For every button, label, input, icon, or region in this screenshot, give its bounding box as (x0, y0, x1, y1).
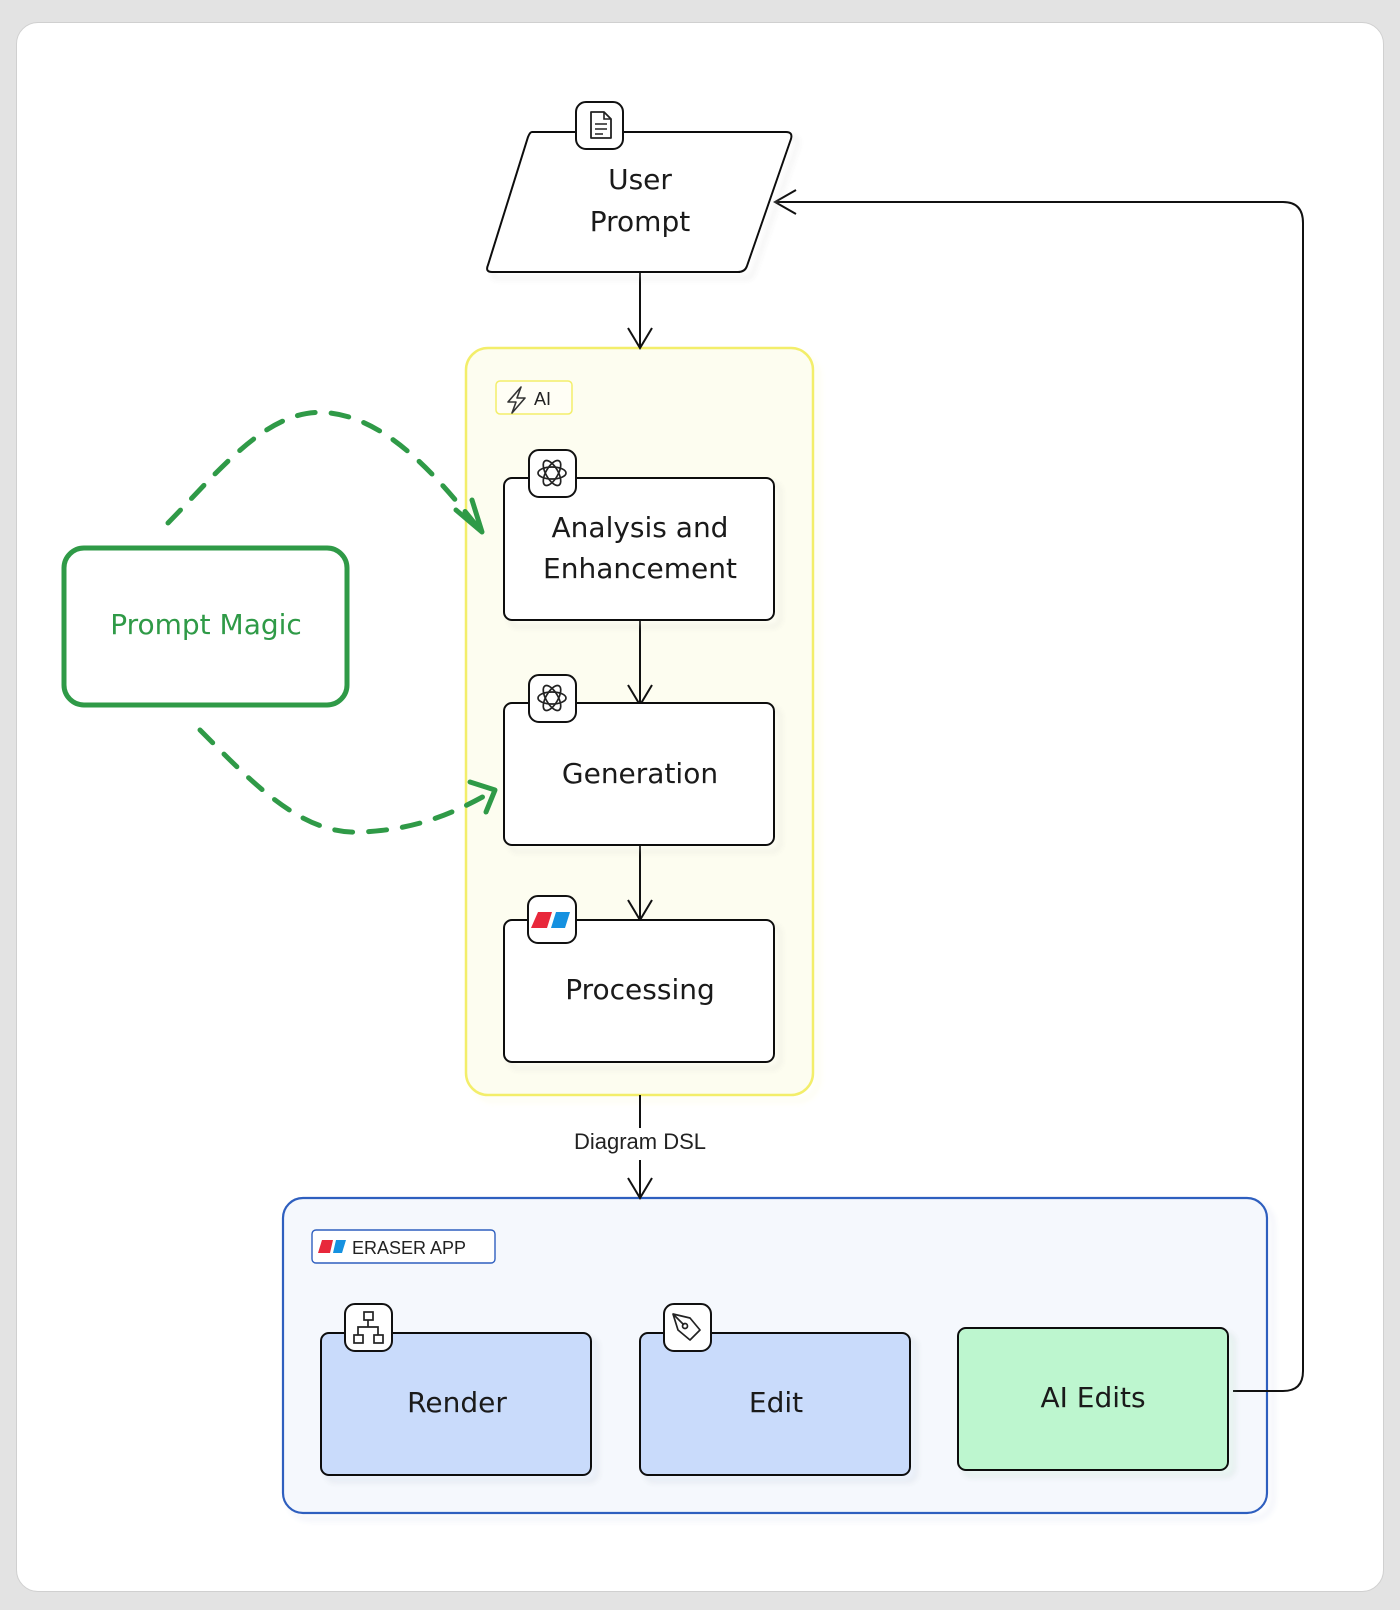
processing-label: Processing (565, 973, 715, 1006)
arrowhead (772, 189, 797, 215)
sitemap-icon (344, 1303, 393, 1352)
arrowhead-analysis (453, 497, 485, 535)
eraser-app-label: ERASER APP (352, 1238, 466, 1258)
render-label: Render (407, 1386, 507, 1419)
generation-label: Generation (562, 757, 718, 790)
generation-node[interactable]: Generation (503, 674, 775, 846)
dashed-arrow-to-generation (197, 727, 498, 835)
analysis-label-line2: Enhancement (543, 552, 737, 585)
ai-edits-node[interactable]: AI Edits (957, 1327, 1229, 1471)
prompt-magic-label: Prompt Magic (110, 608, 302, 641)
eraser-logo-icon (318, 1240, 346, 1253)
prompt-magic-arrows (165, 409, 498, 835)
openai-icon (528, 449, 577, 498)
edge-ai-edits-to-prompt (775, 201, 1304, 1392)
edge-label-diagram-dsl: Diagram DSL (574, 1129, 706, 1154)
eraser-logo-icon (527, 895, 577, 944)
analysis-node[interactable]: Analysis and Enhancement (503, 449, 775, 621)
edit-label: Edit (749, 1386, 803, 1419)
ai-group-label: AI (534, 389, 551, 409)
processing-node[interactable]: Processing (503, 895, 775, 1063)
user-prompt-node[interactable]: User Prompt (486, 101, 793, 273)
prompt-magic-node[interactable]: Prompt Magic (61, 545, 350, 708)
pen-nib-icon (663, 1303, 712, 1352)
eraser-app-tag (311, 1229, 496, 1264)
lightning-icon (507, 386, 526, 414)
analysis-label-line1: Analysis and (552, 511, 729, 544)
render-node[interactable]: Render (320, 1303, 592, 1476)
ai-edits-label: AI Edits (1040, 1381, 1145, 1414)
document-icon (575, 101, 624, 150)
arrowhead (627, 1177, 653, 1200)
dashed-arrow-to-analysis (165, 409, 483, 533)
edges (627, 189, 1304, 1392)
arrowhead-generation (467, 779, 498, 815)
openai-icon (528, 674, 577, 723)
edit-node[interactable]: Edit (639, 1303, 911, 1476)
user-prompt-label-line2: Prompt (590, 205, 690, 238)
user-prompt-label-line1: User (608, 163, 672, 196)
arrowhead (627, 327, 653, 350)
